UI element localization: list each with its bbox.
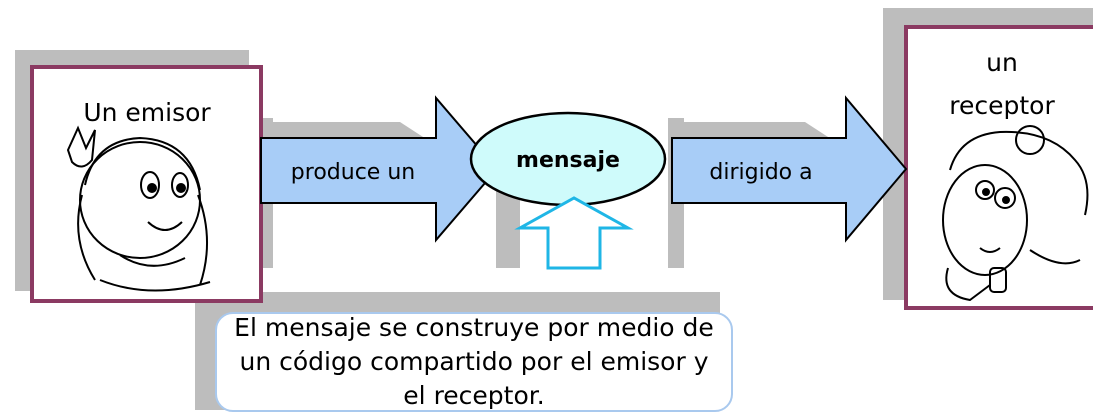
receiver-box: un receptor: [904, 25, 1093, 310]
note-box: El mensaje se construye por medio de un …: [215, 312, 733, 412]
left-arrow-label: produce un: [291, 160, 415, 185]
sender-box: Un emisor: [30, 65, 263, 303]
message-bubble: mensaje: [469, 111, 667, 207]
receiver-label-line2: receptor: [949, 91, 1055, 120]
girl-waving-icon: [66, 125, 211, 292]
left-arrow: produce un: [260, 95, 499, 243]
left-arrow-shape: [260, 95, 499, 243]
right-arrow-label: dirigido a: [709, 160, 812, 185]
sender-label: Un emisor: [83, 98, 211, 127]
receiver-label-line1: un: [986, 48, 1018, 77]
up-arrow-icon: [514, 196, 634, 270]
girl-thinking-icon: [942, 125, 1089, 302]
message-label: mensaje: [516, 148, 620, 173]
up-arrow-shadow: [496, 190, 520, 268]
note-text: El mensaje se construye por medio de un …: [234, 313, 714, 410]
right-arrow-shape: [671, 95, 908, 243]
right-arrow: dirigido a: [671, 95, 908, 243]
